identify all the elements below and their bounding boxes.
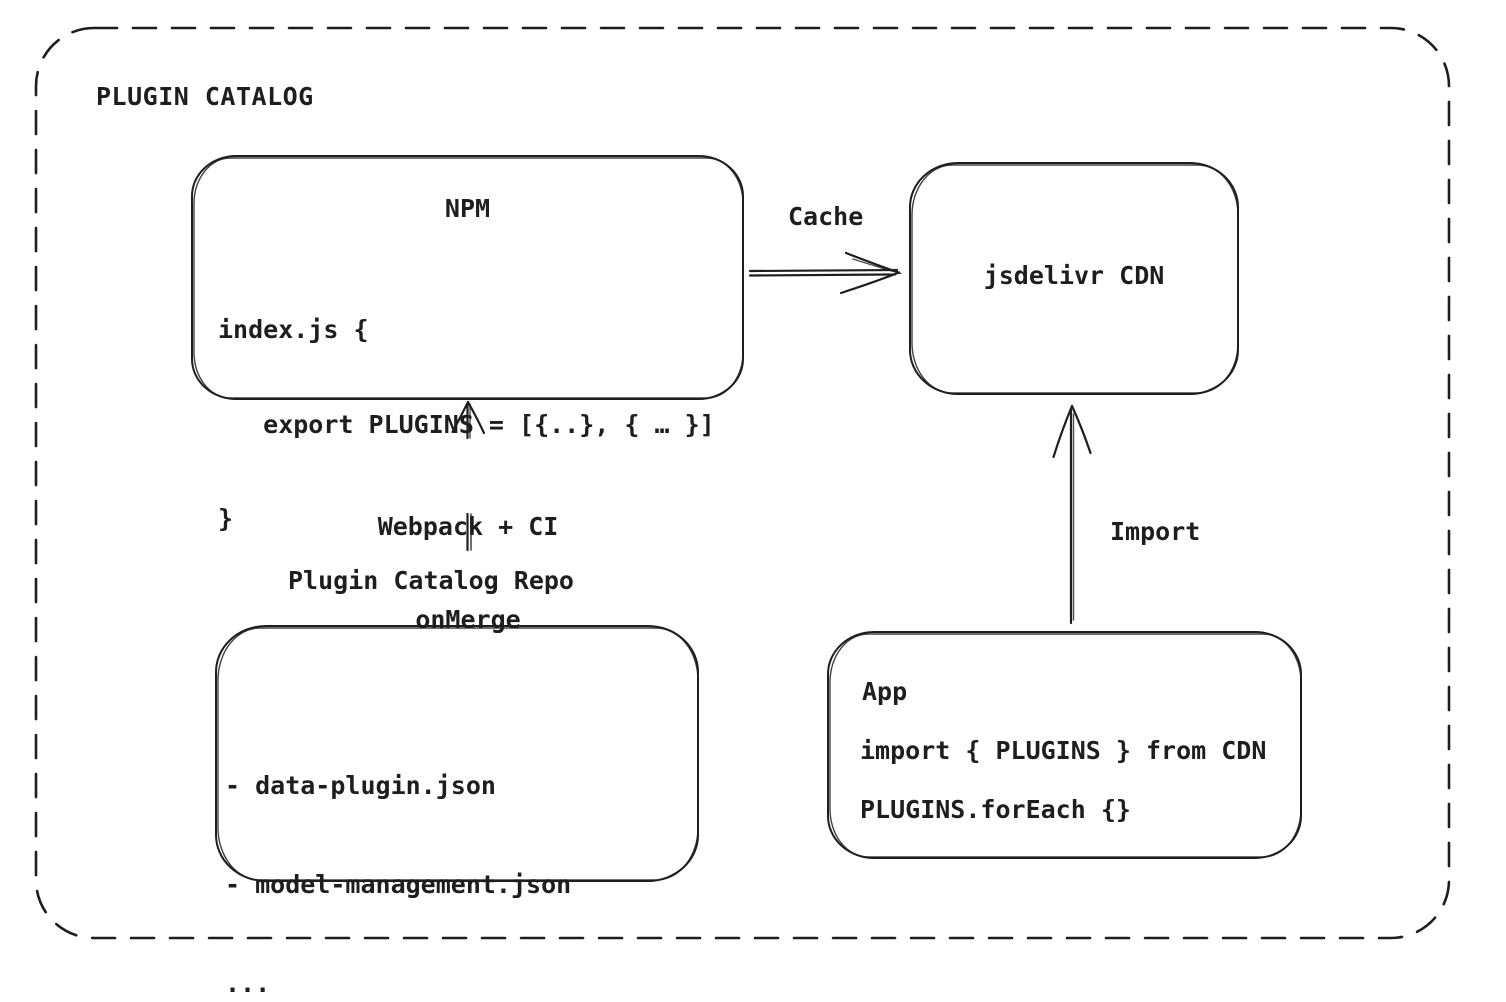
repo-file-item: ... [225,969,271,998]
app-box-shape [827,631,1302,859]
npm-node-title: NPM [444,194,491,223]
import-edge-label: Import [1110,517,1201,546]
build-arrow [451,400,486,552]
repo-file-list: - data-plugin.json - model-management.js… [225,703,571,1002]
build-edge-label: Webpack + CI onMerge [348,449,588,697]
cdn-node-title: jsdelivr CDN [983,261,1165,290]
repo-file-item: - model-management.json [225,870,572,899]
app-code-line: import { PLUGINS } from CDN [860,736,1267,765]
repo-box-shape [215,625,699,882]
npm-box-shape [191,155,744,400]
cache-edge-label: Cache [788,202,864,231]
import-arrow [1052,404,1092,625]
cdn-box-shape [909,162,1239,395]
build-edge-label-line2: onMerge [415,605,521,634]
catalog-boundary-border [34,26,1451,940]
npm-code-line: index.js { [218,315,369,344]
app-node-title: App [862,677,908,706]
npm-code-line: } [218,504,234,533]
build-edge-label-line1: Webpack + CI [377,512,559,541]
diagram-title: PLUGIN CATALOG [96,82,314,111]
repo-node-label: Plugin Catalog Repo [288,566,574,595]
cache-arrow [748,251,902,295]
npm-code-line: export PLUGINS = [{..}, { … }] [218,409,715,439]
npm-code-block: index.js { export PLUGINS = [{..}, { … }… [218,251,715,598]
app-code-line: PLUGINS.forEach {} [860,795,1131,824]
repo-file-item: - data-plugin.json [225,771,496,800]
